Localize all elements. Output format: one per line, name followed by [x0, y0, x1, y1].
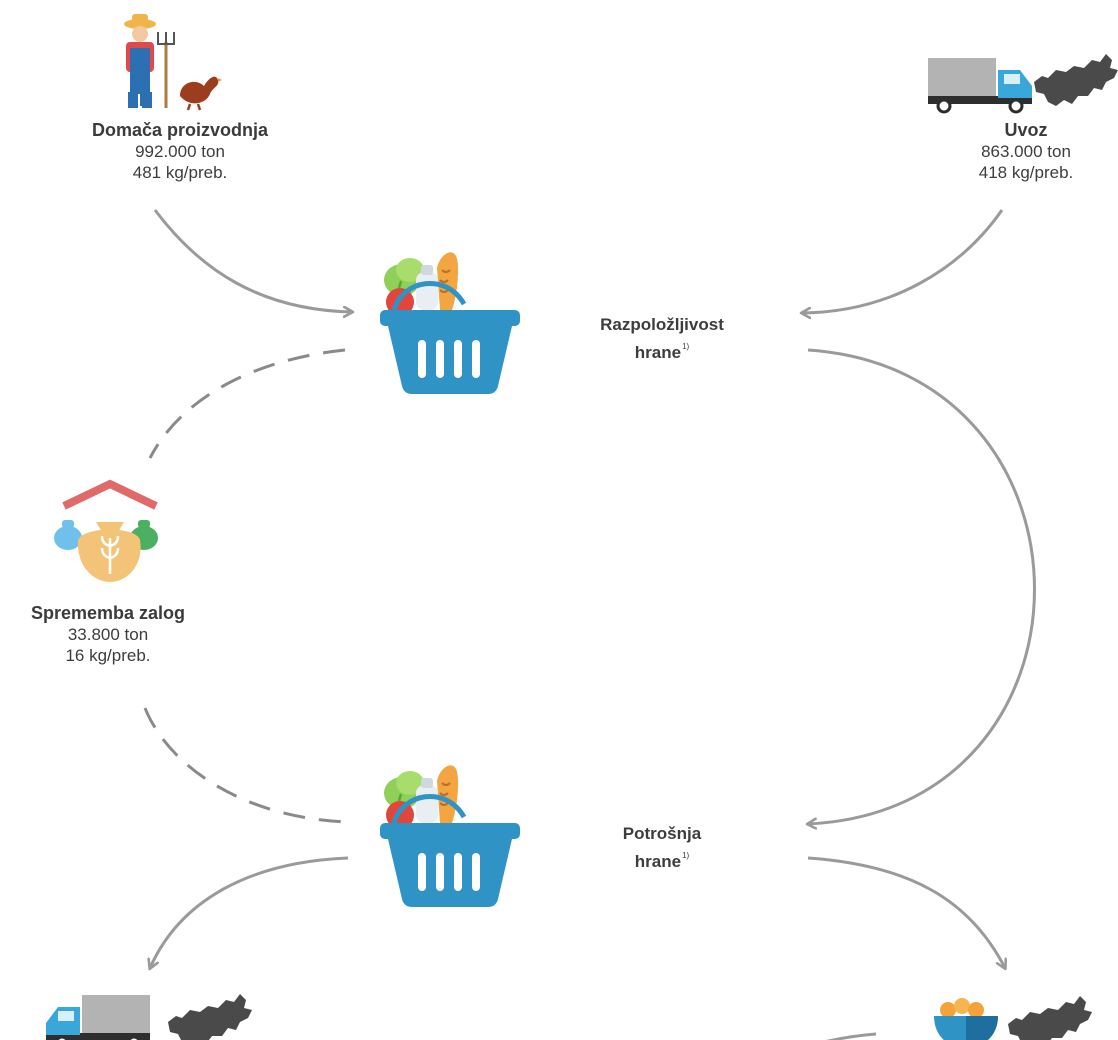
truck-icon — [46, 995, 150, 1040]
food-basket-icon — [380, 765, 520, 907]
arrow-availability-to-consumption — [808, 348, 1036, 824]
stock-change-label: Sprememba zalog 33.800 ton 16 kg/preb. — [0, 603, 228, 666]
stock-change-tons: 33.800 ton — [67, 625, 149, 644]
stock-change-per-capita: 16 kg/preb. — [65, 646, 151, 665]
consumption-line1: Potrošnja — [622, 824, 702, 843]
arrow-bottom-curve — [825, 1032, 877, 1040]
slovenia-map-icon — [168, 994, 252, 1040]
consumption-label: Potrošnja hrane1) — [562, 823, 762, 873]
dashed-availability-to-stock — [148, 348, 346, 459]
availability-footnote: 1) — [682, 342, 690, 351]
arrow-imports-to-availability — [802, 209, 1004, 313]
arrow-domestic-to-availability — [153, 209, 352, 312]
consumption-line2: hrane — [634, 852, 682, 871]
availability-line2: hrane — [634, 343, 682, 362]
domestic-production-tons: 992.000 ton — [135, 142, 225, 161]
stock-change-title: Sprememba zalog — [30, 603, 186, 623]
dashed-stock-to-consumption — [143, 707, 353, 824]
consumption-footnote: 1) — [682, 851, 690, 860]
domestic-production-label: Domača proizvodnja 992.000 ton 481 kg/pr… — [60, 120, 300, 183]
domestic-production-per-capita: 481 kg/preb. — [132, 163, 228, 182]
imports-label: Uvoz 863.000 ton 418 kg/preb. — [906, 120, 1118, 183]
food-bowl-icon — [934, 998, 998, 1040]
hen-icon — [180, 76, 222, 111]
slovenia-map-icon — [1034, 54, 1118, 106]
availability-line1: Razpoložljivost — [600, 315, 724, 334]
arrow-consumption-to-use — [807, 856, 1005, 968]
imports-title: Uvoz — [1004, 120, 1048, 140]
truck-icon — [926, 56, 1034, 114]
availability-label: Razpoložljivost hrane1) — [562, 314, 762, 364]
food-basket-icon — [380, 252, 520, 394]
storage-sacks-icon — [54, 479, 158, 582]
slovenia-map-icon — [1008, 996, 1092, 1040]
imports-tons: 863.000 ton — [981, 142, 1071, 161]
domestic-production-title: Domača proizvodnja — [91, 120, 269, 140]
farmer-icon — [124, 14, 175, 108]
arrow-consumption-to-exports — [150, 856, 349, 968]
imports-per-capita: 418 kg/preb. — [978, 163, 1074, 182]
